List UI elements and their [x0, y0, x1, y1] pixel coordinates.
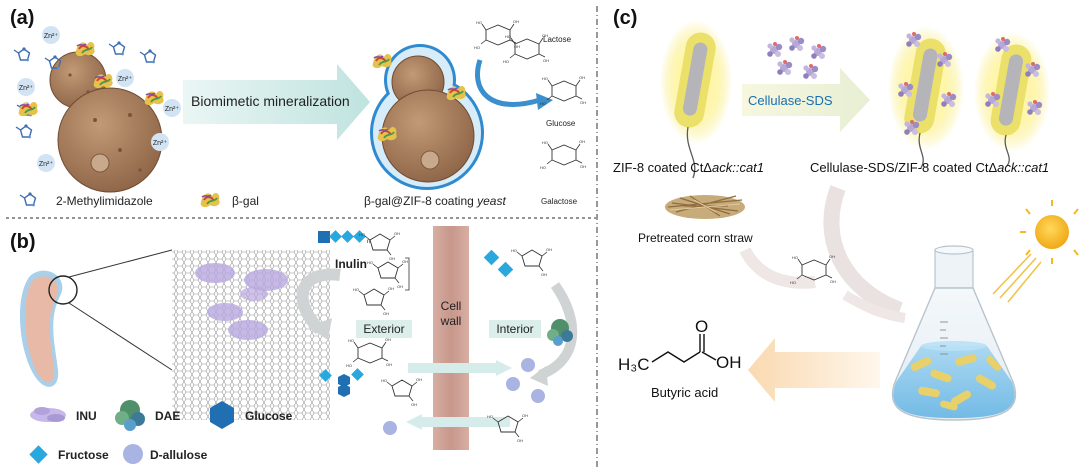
- formula-oh: OH: [716, 353, 742, 372]
- panel-b-label: (b): [10, 231, 36, 253]
- corn-straw-pile: [665, 195, 745, 219]
- inulin-label: Inulin: [335, 257, 367, 271]
- cellulase-arrow: Cellulase-SDS: [742, 68, 870, 132]
- butyric-acid-label: Butyric acid: [651, 385, 718, 400]
- butyric-acid-structure: H₃C O OH: [618, 317, 742, 374]
- galactose-structure: [539, 138, 587, 171]
- svg-text:n: n: [367, 239, 370, 245]
- zinc-ion: Zn²⁺: [17, 78, 35, 96]
- cell-wall: [433, 226, 469, 450]
- panel-b-legend: INU DAE Glucose Fructose D-allulose: [29, 400, 293, 464]
- corn-straw-label: Pretreated corn straw: [638, 231, 753, 245]
- straw-to-glucose-arrow: [739, 247, 816, 289]
- coated-yeast: [370, 44, 484, 190]
- zoom-line-bottom: [68, 302, 173, 371]
- legend-allulose: D-allulose: [150, 448, 208, 462]
- zinc-ion: Zn²⁺: [42, 26, 60, 44]
- zinc-ion: Zn²⁺: [151, 133, 169, 151]
- biomimetic-arrow: Biomimetic mineralization: [183, 64, 370, 140]
- panel-a: (a) Zn²⁺ Zn²⁺ Zn²⁺ Zn²⁺ Zn²⁺ Zn²⁺: [10, 7, 587, 209]
- biomimetic-label: Biomimetic mineralization: [191, 93, 350, 109]
- fructose-icons-interior: [483, 249, 514, 278]
- zif-coated-bacterium: [660, 20, 732, 179]
- glucose-to-flask-arrow: [842, 290, 906, 323]
- lactose-arrow: [475, 59, 541, 107]
- cellulase-cluster: [767, 36, 827, 79]
- formula-h3c: H₃C: [618, 355, 649, 374]
- zinc-ions: Zn²⁺ Zn²⁺ Zn²⁺ Zn²⁺ Zn²⁺ Zn²⁺: [17, 26, 181, 172]
- inulin-structure: [352, 230, 410, 317]
- interior-badge: [489, 320, 541, 338]
- cellulase-coated-bacterium-1: [888, 26, 964, 169]
- legend-fructose: Fructose: [58, 448, 109, 462]
- allulose-particles: [383, 358, 545, 435]
- cell-wall-label-1: Cell: [441, 299, 462, 313]
- legend-beta-gal: β-gal: [232, 194, 259, 208]
- lactose-label: Lactose: [543, 35, 572, 44]
- svg-text:Zn²⁺: Zn²⁺: [153, 140, 168, 147]
- legend-inu-icon: [30, 407, 66, 422]
- cellulase-sds-label: Cellulase-SDS: [748, 93, 833, 108]
- exterior-badge: [356, 320, 412, 338]
- interior-label: Interior: [496, 322, 533, 336]
- exterior-arrow: [296, 268, 341, 335]
- zif-coated-label: ZIF-8 coated CtΔack::cat1: [613, 160, 764, 175]
- product-arrow: [748, 338, 880, 402]
- zinc-ion: Zn²⁺: [163, 99, 181, 117]
- bacterium-cell: [19, 270, 63, 387]
- galactose-label: Galactose: [541, 197, 578, 206]
- coated-yeast-label: β-gal@ZIF-8 coating yeast: [364, 194, 506, 208]
- cellulase-coated-bacterium-2: [974, 32, 1050, 167]
- zoom-line-top: [68, 249, 173, 278]
- zinc-ion: Zn²⁺: [37, 154, 55, 172]
- panel-c-label: (c): [613, 7, 637, 29]
- panel-a-label: (a): [10, 7, 34, 29]
- svg-text:Zn²⁺: Zn²⁺: [44, 33, 59, 40]
- panel-c: (c) Cellulase-SDS: [613, 7, 1079, 421]
- exterior-label: Exterior: [363, 322, 404, 336]
- glucose-label: Glucose: [546, 119, 576, 128]
- zinc-ion: Zn²⁺: [116, 69, 134, 87]
- bacteria-to-flask-arrow: [823, 185, 903, 318]
- fructose-structure-b: [380, 376, 423, 408]
- glucose-structure-b: [345, 336, 393, 369]
- formula-o: O: [695, 317, 708, 336]
- legend-glucose: Glucose: [245, 409, 293, 423]
- svg-text:Zn²⁺: Zn²⁺: [165, 106, 180, 113]
- lactose-structure: [473, 18, 550, 65]
- fructose-structure: [510, 246, 553, 278]
- svg-text:Zn²⁺: Zn²⁺: [19, 85, 34, 92]
- hex-sheet: [172, 250, 330, 420]
- dae-enzyme-interior: [547, 319, 573, 346]
- cell-wall-label-2: wall: [440, 314, 462, 328]
- svg-text:Zn²⁺: Zn²⁺: [118, 76, 133, 83]
- legend-fructose-icon: [29, 445, 48, 464]
- legend-dae: DAE: [155, 409, 180, 423]
- panel-b: (b) n Inulin: [10, 226, 578, 464]
- yeast-cells-uncoated: [49, 51, 163, 193]
- sun-icon: [992, 200, 1079, 303]
- svg-text:Zn²⁺: Zn²⁺: [39, 161, 54, 168]
- legend-inu: INU: [76, 409, 97, 423]
- monomer-icons: [319, 368, 364, 397]
- legend-allulose-icon: [123, 444, 143, 464]
- flask-bacteria: [910, 354, 1002, 411]
- cellulase-coated-label: Cellulase-SDS/ZIF-8 coated CtΔack::cat1: [810, 160, 1049, 175]
- fermentation-flask: [891, 245, 1017, 421]
- panel-a-legend: 2-Methylimidazole β-gal: [19, 191, 259, 209]
- legend-dae-icon: [115, 400, 145, 431]
- legend-glucose-icon: [210, 401, 234, 429]
- legend-methylimidazole: 2-Methylimidazole: [56, 194, 153, 208]
- zoom-circle: [48, 275, 78, 305]
